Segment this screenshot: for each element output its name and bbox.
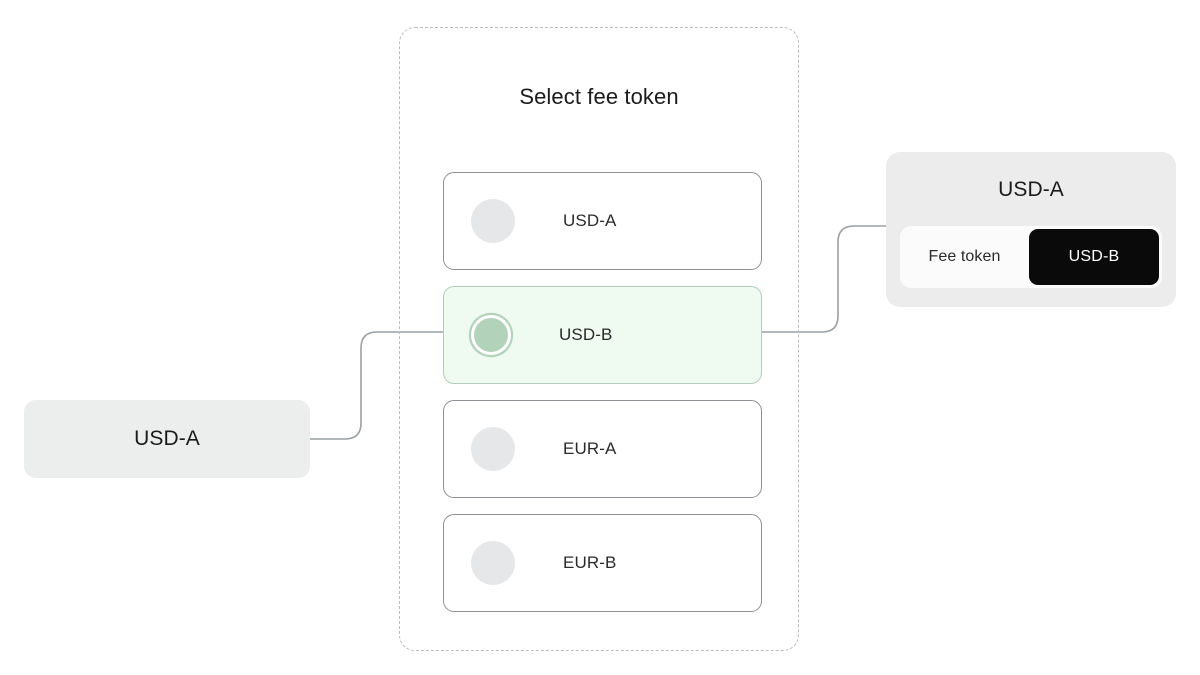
source-token-label: USD-A (134, 427, 200, 450)
token-option-label: USD-B (559, 325, 613, 344)
token-option-usd-b[interactable]: USD-B (443, 286, 762, 384)
fee-token-row: Fee token USD-B (900, 226, 1162, 288)
source-token-chip[interactable]: USD-A (24, 400, 310, 478)
token-option-eur-b[interactable]: EUR-B (443, 514, 762, 612)
token-option-label: EUR-B (563, 553, 617, 572)
token-avatar-icon (471, 427, 515, 471)
result-card-title: USD-A (998, 178, 1064, 201)
token-option-usd-a[interactable]: USD-A (443, 172, 762, 270)
fee-token-label: Fee token (928, 248, 1001, 265)
token-avatar-icon (471, 541, 515, 585)
panel-title: Select fee token (519, 84, 679, 109)
token-option-list: USD-A USD-B EUR-A EUR-B (443, 172, 762, 612)
result-card: USD-A Fee token USD-B (886, 152, 1176, 307)
token-avatar-icon (471, 199, 515, 243)
token-option-eur-a[interactable]: EUR-A (443, 400, 762, 498)
fee-token-value-badge[interactable]: USD-B (1029, 229, 1159, 285)
fee-token-selector-panel: Select fee token USD-A USD-B EUR-A EUR-B (399, 27, 799, 651)
token-selected-radio-icon (471, 315, 511, 355)
token-option-label: EUR-A (563, 439, 617, 458)
token-option-label: USD-A (563, 211, 617, 230)
